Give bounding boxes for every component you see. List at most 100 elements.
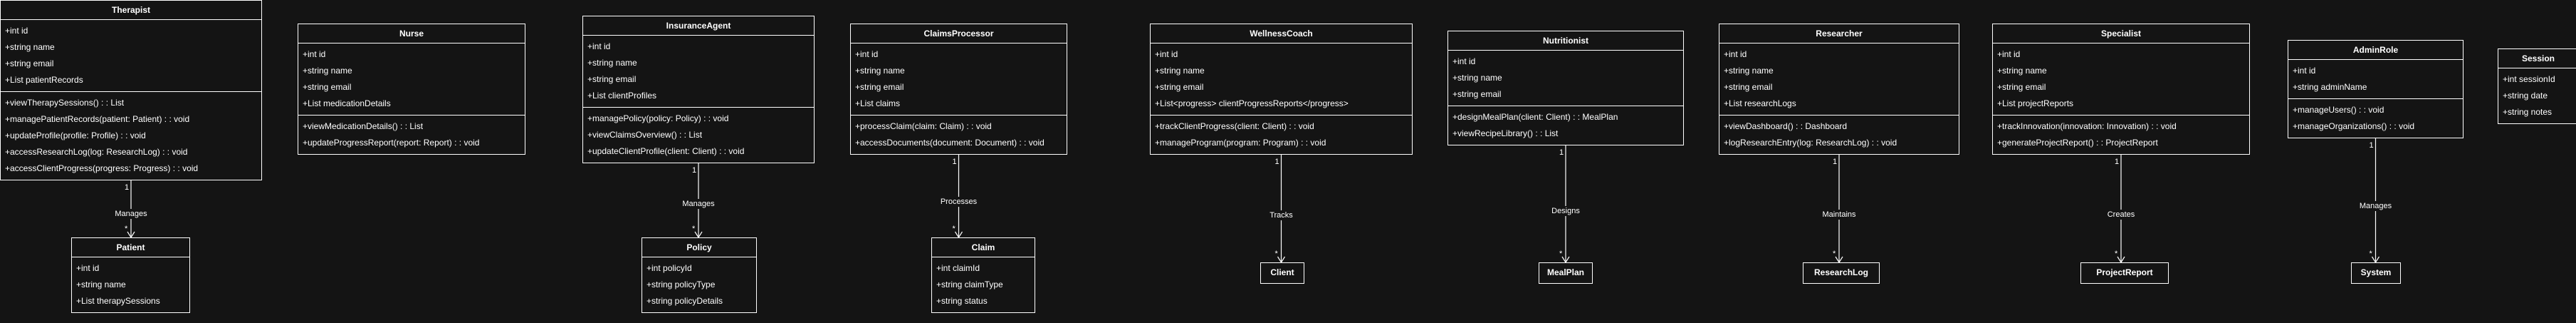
class-name: ClaimsProcessor: [851, 24, 1067, 43]
method: +trackInnovation(innovation: Innovation)…: [1997, 121, 2177, 131]
class-wellness-coach: WellnessCoach+int id+string name+string …: [1150, 24, 1413, 155]
attribute: +List patientRecords: [5, 75, 83, 85]
attribute: +string claimType: [936, 280, 1003, 289]
method: +accessResearchLog(log: ResearchLog) : :…: [5, 147, 188, 157]
source-multiplicity: 1: [692, 166, 697, 175]
method: +updateClientProfile(client: Client) : :…: [587, 146, 745, 156]
target-multiplicity: *: [1274, 250, 1278, 258]
methods-section: +managePolicy(policy: Policy) : : void+v…: [583, 108, 814, 163]
method: +designMealPlan(client: Client) : : Meal…: [1452, 112, 1618, 122]
source-multiplicity: 1: [1559, 148, 1564, 157]
attribute: +string name: [1997, 66, 2047, 76]
attribute: +List clientProfiles: [587, 91, 657, 101]
method: +trackClientProgress(client: Client) : :…: [1155, 121, 1314, 131]
methods-section: +viewMedicationDetails() : : List +update…: [298, 116, 525, 154]
target-multiplicity: *: [2369, 250, 2372, 258]
attribute: +int id: [5, 26, 28, 36]
method: +manageProgram(program: Program) : : voi…: [1155, 138, 1326, 148]
class-system: System: [2351, 262, 2401, 284]
class-session: Session+int sessionId+string date+string…: [2498, 48, 2576, 124]
class-project-report: ProjectReport: [2080, 262, 2169, 284]
method: +manageUsers() : : void: [2293, 105, 2384, 115]
attribute: +string email: [1997, 82, 2046, 92]
target-multiplicity: *: [1559, 250, 1563, 258]
attribute: +string name: [587, 58, 637, 68]
attributes-section: +int sessionId+string date+string notes: [2498, 68, 2576, 123]
class-name: Patient: [72, 238, 189, 257]
attributes-section: +int policyId +string policyType +string p…: [642, 257, 756, 312]
attributes-section: +int id +string name +string email: [1448, 51, 1683, 106]
class-nutritionist: Nutritionist+int id+string name+string e…: [1447, 31, 1684, 145]
attribute: +string status: [936, 296, 988, 306]
attribute: +int id: [1452, 56, 1476, 66]
relation-label: Manages: [113, 209, 149, 219]
relation-label: Creates: [2105, 210, 2137, 220]
target-multiplicity: *: [2115, 250, 2118, 258]
methods-section: +viewTherapySessions() : : List+managePa…: [1, 92, 261, 180]
class-name: Therapist: [1, 1, 261, 20]
target-multiplicity: *: [125, 225, 128, 233]
attribute: +string email: [1452, 89, 1502, 99]
source-multiplicity: 1: [2115, 158, 2120, 166]
class-therapist: Therapist+int id+string name+string emai…: [0, 0, 262, 180]
relation-label: Tracks: [1268, 210, 1294, 220]
class-policy: Policy +int policyId +string policyType +st…: [642, 237, 757, 313]
methods-section: +trackClientProgress(client: Client) : :…: [1151, 116, 1412, 154]
attribute: +string policyDetails: [646, 296, 723, 306]
class-client: Client: [1260, 262, 1304, 284]
attribute: +int id: [587, 41, 611, 51]
attributes-section: +int id+string name+string email+List re…: [1719, 43, 1959, 116]
attribute: +string adminName: [2293, 82, 2367, 92]
attributes-section: +int id +string name +List therapySessions: [72, 257, 189, 312]
class-name: MealPlan: [1546, 267, 1585, 277]
class-name: Claim: [932, 238, 1035, 257]
attribute: +int id: [855, 49, 879, 59]
attribute: +string email: [587, 74, 637, 84]
attribute: +string name: [5, 42, 55, 52]
attribute: +List<progress> clientProgressReports</p…: [1155, 98, 1349, 108]
methods-section: +trackInnovation(innovation: Innovation)…: [1993, 116, 2249, 154]
class-name: Policy: [642, 238, 756, 257]
attribute: +int id: [1997, 49, 2021, 59]
attribute: +string policyType: [646, 280, 716, 289]
method: +updateProfile(profile: Profile) : : voi…: [5, 130, 146, 140]
attribute: +List medicationDetails: [303, 98, 391, 108]
source-multiplicity: 1: [2369, 141, 2374, 150]
attribute: +string name: [1452, 73, 1502, 83]
relation-label: Designs: [1550, 206, 1581, 216]
attributes-section: +int id +string name +string email +List pr…: [1993, 43, 2249, 116]
source-multiplicity: 1: [1833, 158, 1838, 166]
attribute: +string name: [303, 66, 352, 76]
attribute: +List therapySessions: [76, 296, 160, 306]
attribute: +string email: [303, 82, 352, 92]
method: +viewMedicationDetails() : : List: [303, 121, 424, 131]
source-multiplicity: 1: [952, 158, 957, 166]
class-research-log: ResearchLog: [1803, 262, 1880, 284]
class-insurance-agent: InsuranceAgent+int id+string name+string…: [582, 16, 815, 163]
attributes-section: +int claimId+string claimType+string sta…: [932, 257, 1035, 312]
method: +accessClientProgress(progress: Progress…: [5, 163, 199, 173]
attribute: +List projectReports: [1997, 98, 2074, 108]
class-name: System: [2360, 267, 2392, 277]
attribute: +int policyId: [646, 263, 692, 273]
attribute: +string name: [855, 66, 905, 76]
methods-section: +manageUsers() : : void+manageOrganizati…: [2288, 99, 2463, 138]
class-name: WellnessCoach: [1151, 24, 1412, 43]
method: +updateProgressReport(report: Report) : …: [303, 138, 480, 148]
attributes-section: +int id +string name +string email +List me…: [298, 43, 525, 116]
source-multiplicity: 1: [125, 183, 130, 192]
method: +accessDocuments(document: Document) : :…: [855, 138, 1044, 148]
source-multiplicity: 1: [1274, 158, 1279, 166]
attribute: +List claims: [855, 98, 901, 108]
methods-section: +viewDashboard() : : Dashboard+logResear…: [1719, 116, 1959, 154]
class-name: AdminRole: [2288, 41, 2463, 60]
attribute: +string name: [76, 280, 126, 289]
attribute: +int id: [1155, 49, 1178, 59]
attribute: +List researchLogs: [1724, 98, 1796, 108]
class-claim: Claim+int claimId+string claimType+strin…: [931, 237, 1035, 313]
class-specialist: Specialist+int id+string name+string ema…: [1992, 24, 2250, 155]
methods-section: +processClaim(claim: Claim) : : void+acc…: [851, 116, 1067, 154]
attribute: +int id: [76, 263, 100, 273]
attribute: +int id: [303, 49, 326, 59]
relation-label: Maintains: [1821, 210, 1858, 220]
